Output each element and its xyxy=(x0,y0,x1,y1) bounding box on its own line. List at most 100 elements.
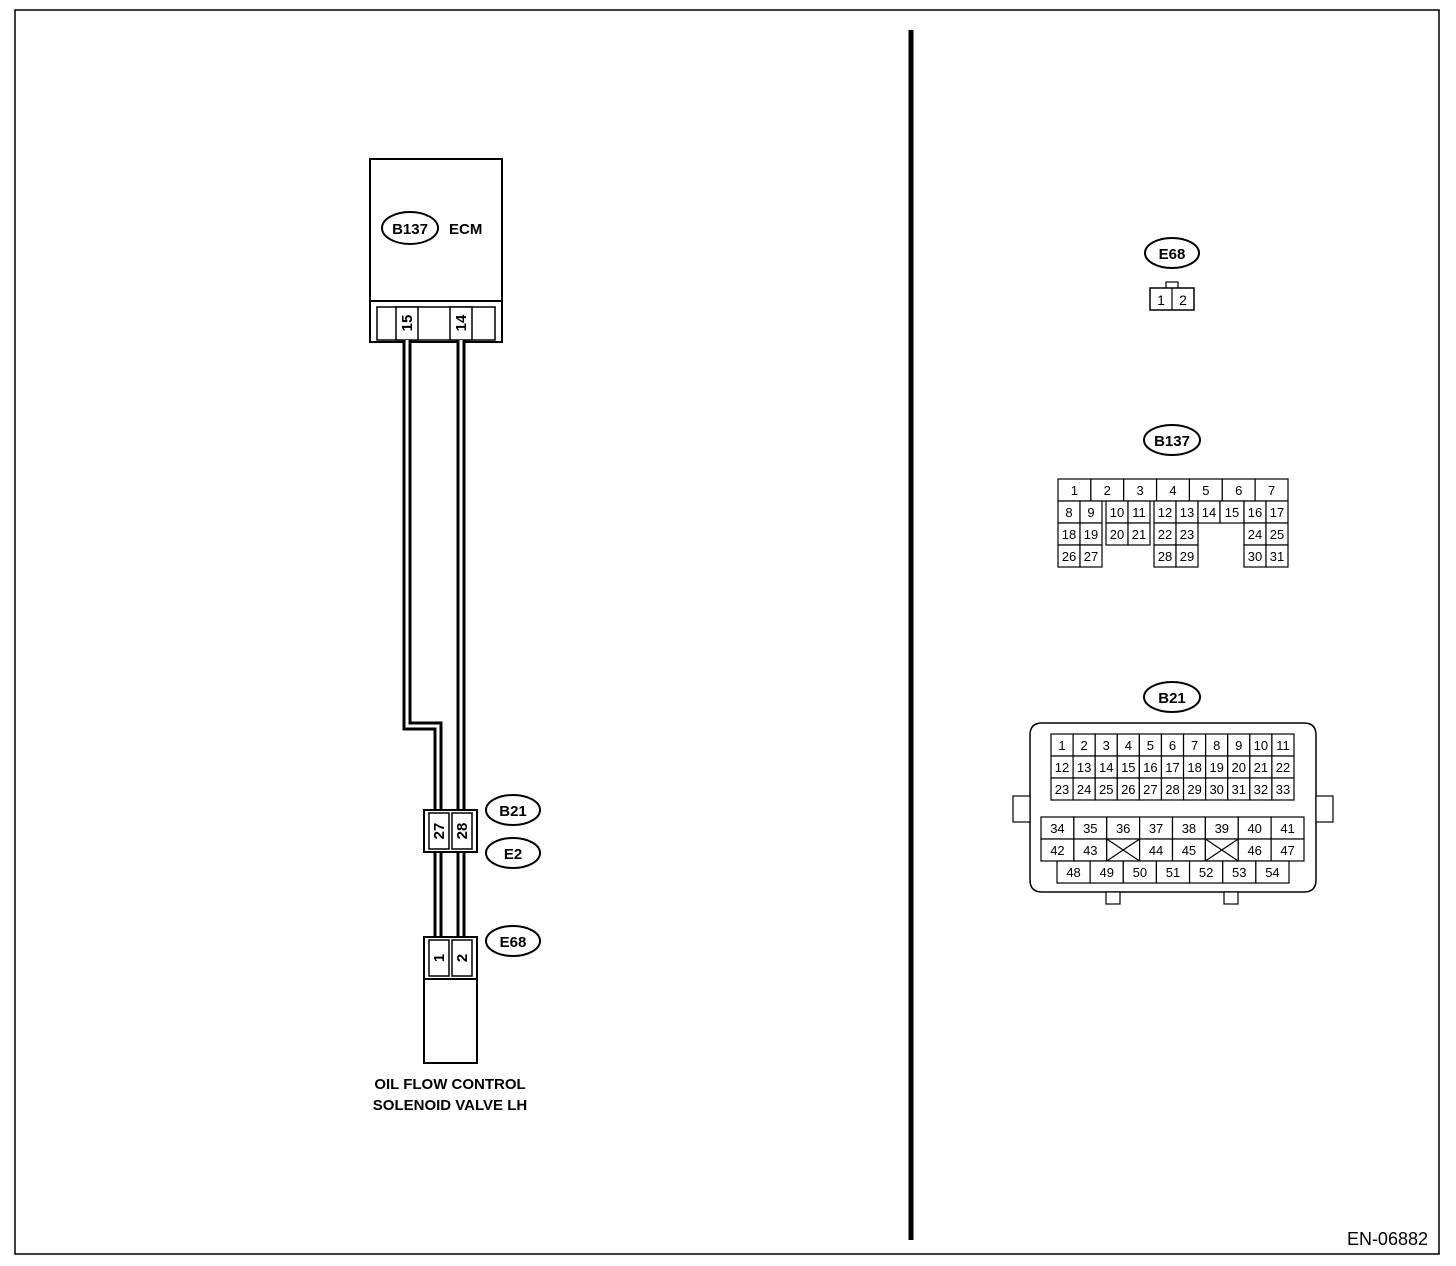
pin-number: 25 xyxy=(1270,527,1284,542)
pin-number: 32 xyxy=(1254,782,1268,797)
valve-connector-tag-oval xyxy=(485,925,541,957)
diagram-id: EN-06882 xyxy=(1347,1229,1428,1249)
blank-cavity-mark xyxy=(1205,838,1239,862)
pin-number: 9 xyxy=(1235,738,1242,753)
pin-number: 30 xyxy=(1209,782,1223,797)
junction-tag-bottom: E2 xyxy=(504,846,522,863)
pin-number: 5 xyxy=(1202,483,1209,498)
pin-number: 37 xyxy=(1149,821,1163,836)
pin-number: 6 xyxy=(1169,738,1176,753)
junction-pin-27-cell xyxy=(428,812,450,850)
pin-cell xyxy=(1265,544,1289,568)
pin-number: 20 xyxy=(1232,760,1246,775)
pin-number: 51 xyxy=(1166,865,1180,880)
pin-number: 35 xyxy=(1083,821,1097,836)
pin-number: 24 xyxy=(1077,782,1091,797)
ecm-pin-14: 14 xyxy=(453,314,470,331)
pin-number: 9 xyxy=(1087,505,1094,520)
solenoid-valve: 1 2 E68 OIL FLOW CONTROL SOLENOID VALVE … xyxy=(373,925,541,1114)
pin-number: 11 xyxy=(1276,738,1290,753)
pin-number: 27 xyxy=(1084,549,1098,564)
diagram-border xyxy=(14,9,1440,1255)
pin-number: 44 xyxy=(1149,843,1163,858)
pin-number: 6 xyxy=(1235,483,1242,498)
junction-tag-top: B21 xyxy=(499,803,527,820)
pin-number: 4 xyxy=(1125,738,1132,753)
pin-number: 22 xyxy=(1158,527,1172,542)
pin-number: 26 xyxy=(1062,549,1076,564)
pin-number: 14 xyxy=(1202,505,1216,520)
junction-pin-28-cell xyxy=(451,812,473,850)
pin-cell xyxy=(1271,777,1295,801)
pin-number: 17 xyxy=(1270,505,1284,520)
pin-number: 15 xyxy=(1225,505,1239,520)
pin-number: 53 xyxy=(1232,865,1246,880)
junction-tag-oval-top xyxy=(485,794,541,826)
valve-pin-2: 2 xyxy=(454,954,471,962)
pin-number: 29 xyxy=(1180,549,1194,564)
pin-number: 33 xyxy=(1276,782,1290,797)
pin-number: 7 xyxy=(1191,738,1198,753)
valve-pin-1: 1 xyxy=(431,954,448,962)
pin-number: 12 xyxy=(1158,505,1172,520)
pin-number: 23 xyxy=(1055,782,1069,797)
pin-number: 17 xyxy=(1165,760,1179,775)
pin-number: 5 xyxy=(1147,738,1154,753)
connector-e68-face: E68 1 2 xyxy=(1144,237,1200,311)
pin-cell xyxy=(1255,860,1290,884)
pin-cell xyxy=(1079,544,1103,568)
pin-number: 10 xyxy=(1110,505,1124,520)
wire-pin15-to-27 xyxy=(402,340,443,812)
pin-number: 15 xyxy=(1121,760,1135,775)
pin-number: 29 xyxy=(1187,782,1201,797)
pin-number: 18 xyxy=(1187,760,1201,775)
valve-pin-1-cell xyxy=(428,939,450,977)
pin-number: 16 xyxy=(1248,505,1262,520)
junction-pin-27: 27 xyxy=(431,823,448,840)
pin-number: 24 xyxy=(1248,527,1262,542)
pin-number: 40 xyxy=(1247,821,1261,836)
pin-number: 16 xyxy=(1143,760,1157,775)
ecm-pin-15: 15 xyxy=(399,315,416,332)
pin-number: 47 xyxy=(1280,843,1294,858)
pin-number: 38 xyxy=(1182,821,1196,836)
ecm-connector-tag: B137 xyxy=(392,221,428,238)
pin-number: 1 xyxy=(1058,738,1065,753)
pin-number: 28 xyxy=(1165,782,1179,797)
junction-connector: 27 28 B21 E2 xyxy=(423,794,541,869)
pin-number: 28 xyxy=(1158,549,1172,564)
pin-number: 34 xyxy=(1050,821,1064,836)
pin-number: 7 xyxy=(1268,483,1275,498)
pin-number: 49 xyxy=(1099,865,1113,880)
pin-number: 36 xyxy=(1116,821,1130,836)
pin-number: 13 xyxy=(1180,505,1194,520)
ecm-label: ECM xyxy=(449,221,482,238)
pin-number: 10 xyxy=(1254,738,1268,753)
junction-pin-28: 28 xyxy=(454,823,471,840)
pin-number: 31 xyxy=(1270,549,1284,564)
connector-b137-tag: B137 xyxy=(1154,433,1190,450)
pin-number: 2 xyxy=(1081,738,1088,753)
pin-number: 21 xyxy=(1132,527,1146,542)
pin-number: 1 xyxy=(1071,483,1078,498)
pin-number: 13 xyxy=(1077,760,1091,775)
pin-number: 45 xyxy=(1182,843,1196,858)
pin-number: 31 xyxy=(1232,782,1246,797)
connector-b21-tag: B21 xyxy=(1158,690,1186,707)
pin-number: 23 xyxy=(1180,527,1194,542)
pin-number: 50 xyxy=(1133,865,1147,880)
pin-number: 21 xyxy=(1254,760,1268,775)
pin-cell xyxy=(1127,522,1151,546)
valve-body xyxy=(423,978,478,1064)
pin-number: 11 xyxy=(1132,505,1146,520)
pin-number: 19 xyxy=(1084,527,1098,542)
pin-number: 42 xyxy=(1050,843,1064,858)
valve-label-line1: OIL FLOW CONTROL xyxy=(374,1076,525,1093)
blank-cavity-mark xyxy=(1106,838,1140,862)
pin-number: 4 xyxy=(1169,483,1176,498)
valve-pin-2-cell xyxy=(451,939,473,977)
